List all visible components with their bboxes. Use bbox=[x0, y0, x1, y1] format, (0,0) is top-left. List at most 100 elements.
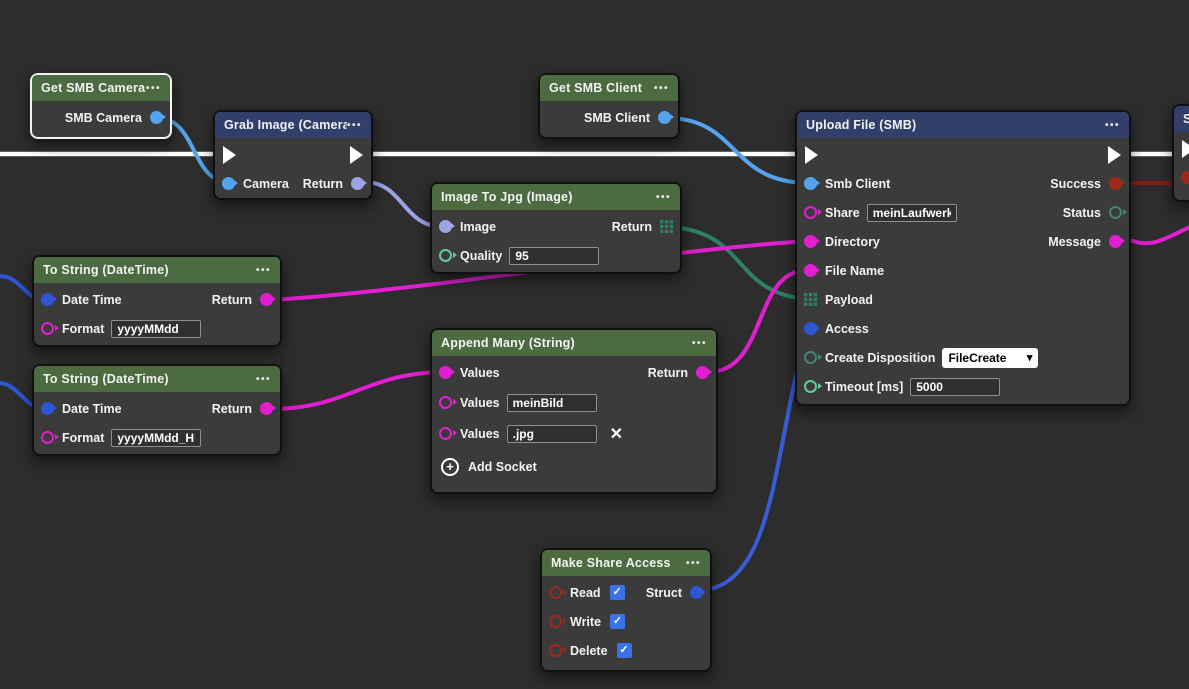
exec-in-pin[interactable] bbox=[805, 145, 818, 164]
return-output-port[interactable] bbox=[351, 177, 367, 190]
port-row: Values bbox=[432, 387, 716, 418]
node-grab-image[interactable]: Grab Image (Camera) ••• Camera Return bbox=[213, 110, 373, 200]
port-row: File Name bbox=[797, 256, 1129, 285]
node-menu-icon[interactable]: ••• bbox=[145, 82, 161, 94]
payload-input-port[interactable] bbox=[804, 293, 817, 306]
node-header[interactable]: Grab Image (Camera) ••• bbox=[215, 112, 371, 138]
node-header[interactable]: S bbox=[1174, 106, 1189, 132]
port-row: Quality bbox=[432, 241, 680, 270]
wire-appendreturn-to-filename[interactable] bbox=[706, 268, 810, 374]
return-output-port[interactable] bbox=[260, 293, 276, 306]
wire-smbclient-to-smbclient[interactable] bbox=[664, 116, 810, 185]
byte-array-output-port[interactable] bbox=[660, 220, 673, 233]
values-text-input[interactable] bbox=[506, 393, 597, 412]
format-input[interactable] bbox=[111, 319, 202, 338]
status-output-port[interactable] bbox=[1109, 206, 1127, 219]
node-menu-icon[interactable]: ••• bbox=[255, 373, 271, 385]
node-append-many[interactable]: Append Many (String) ••• Values Return V… bbox=[430, 328, 718, 494]
remove-socket-icon[interactable]: ✕ bbox=[609, 425, 624, 443]
exec-in-pin[interactable] bbox=[223, 145, 236, 164]
values-input-port[interactable] bbox=[439, 366, 455, 379]
values-input-port[interactable] bbox=[439, 427, 457, 440]
struct-output-port[interactable] bbox=[690, 586, 706, 599]
timeout-input-port[interactable] bbox=[804, 380, 822, 393]
node-menu-icon[interactable]: ••• bbox=[685, 557, 701, 569]
node-to-string-date[interactable]: To String (DateTime) ••• Date Time Retur… bbox=[32, 255, 282, 347]
read-checkbox[interactable]: ✓ bbox=[609, 585, 625, 600]
add-socket-label[interactable]: Add Socket bbox=[468, 459, 537, 474]
datetime-input-port[interactable] bbox=[41, 402, 57, 415]
smb-client-output-port[interactable] bbox=[658, 111, 674, 124]
directory-input-port[interactable] bbox=[804, 235, 820, 248]
return-output-port[interactable] bbox=[696, 366, 712, 379]
node-header[interactable]: Make Share Access ••• bbox=[542, 550, 710, 576]
port-label: Smb Client bbox=[825, 176, 891, 191]
create-disposition-input-port[interactable] bbox=[804, 351, 822, 364]
port-label: Return bbox=[611, 219, 652, 234]
node-menu-icon[interactable]: ••• bbox=[255, 264, 271, 276]
write-input-port[interactable] bbox=[549, 615, 567, 628]
format-input-port[interactable] bbox=[41, 431, 59, 444]
share-input[interactable] bbox=[866, 203, 957, 222]
write-checkbox[interactable]: ✓ bbox=[610, 614, 626, 629]
wire-message-out[interactable] bbox=[1131, 225, 1189, 246]
return-output-port[interactable] bbox=[260, 402, 276, 415]
wire-jpgreturn-to-payload[interactable] bbox=[670, 225, 810, 301]
add-socket-row[interactable]: + Add Socket bbox=[432, 449, 716, 484]
message-output-port[interactable] bbox=[1109, 235, 1125, 248]
node-header[interactable]: To String (DateTime) ••• bbox=[34, 366, 280, 392]
wire-hourstring-to-values[interactable] bbox=[270, 370, 448, 411]
node-header[interactable]: To String (DateTime) ••• bbox=[34, 257, 280, 283]
file-name-input-port[interactable] bbox=[804, 264, 820, 277]
read-input-port[interactable] bbox=[549, 586, 567, 599]
node-make-share-access[interactable]: Make Share Access ••• Read ✓ Struct Writ… bbox=[540, 548, 712, 672]
quality-input[interactable] bbox=[509, 246, 600, 265]
node-menu-icon[interactable]: ••• bbox=[691, 337, 707, 349]
node-menu-icon[interactable]: ••• bbox=[653, 82, 669, 94]
bool-input-port[interactable] bbox=[1181, 171, 1189, 184]
add-socket-icon[interactable]: + bbox=[441, 457, 459, 476]
format-input[interactable] bbox=[111, 428, 202, 447]
timeout-input[interactable] bbox=[910, 377, 1001, 396]
exec-row bbox=[215, 140, 371, 169]
node-menu-icon[interactable]: ••• bbox=[1104, 119, 1120, 131]
quality-input-port[interactable] bbox=[439, 249, 457, 262]
node-header[interactable]: Upload File (SMB) ••• bbox=[797, 112, 1129, 138]
success-output-port[interactable] bbox=[1109, 177, 1125, 190]
delete-checkbox[interactable]: ✓ bbox=[616, 643, 632, 658]
node-to-string-hour[interactable]: To String (DateTime) ••• Date Time Retur… bbox=[32, 364, 282, 456]
node-header[interactable]: Get SMB Camera ••• bbox=[32, 75, 170, 101]
exec-in-pin[interactable] bbox=[1182, 139, 1189, 158]
port-row: Create Disposition FileCreate ▾ bbox=[797, 343, 1129, 372]
node-header[interactable]: Image To Jpg (Image) ••• bbox=[432, 184, 680, 210]
image-input-port[interactable] bbox=[439, 220, 455, 233]
node-header[interactable]: Get SMB Client ••• bbox=[540, 75, 678, 101]
node-get-smb-camera[interactable]: Get SMB Camera ••• SMB Camera bbox=[30, 73, 172, 139]
camera-input-port[interactable] bbox=[222, 177, 238, 190]
node-title: Get SMB Client bbox=[549, 81, 643, 95]
node-menu-icon[interactable]: ••• bbox=[346, 119, 362, 131]
delete-input-port[interactable] bbox=[549, 644, 567, 657]
share-input-port[interactable] bbox=[804, 206, 822, 219]
exec-out-pin[interactable] bbox=[350, 145, 363, 164]
exec-out-pin[interactable] bbox=[1108, 145, 1121, 164]
node-partial-right[interactable]: S bbox=[1172, 104, 1189, 202]
smb-camera-output-port[interactable] bbox=[150, 111, 166, 124]
create-disposition-select[interactable]: FileCreate ▾ bbox=[942, 347, 1039, 368]
datetime-input-port[interactable] bbox=[41, 293, 57, 306]
node-get-smb-client[interactable]: Get SMB Client ••• SMB Client bbox=[538, 73, 680, 139]
port-row: Format bbox=[34, 423, 280, 452]
node-header[interactable]: Append Many (String) ••• bbox=[432, 330, 716, 356]
values-input-port[interactable] bbox=[439, 396, 457, 409]
port-label: Values bbox=[460, 395, 500, 410]
values-text-input[interactable] bbox=[506, 424, 597, 443]
node-upload-file[interactable]: Upload File (SMB) ••• Smb Client Success… bbox=[795, 110, 1131, 406]
port-label: Image bbox=[460, 219, 497, 234]
format-input-port[interactable] bbox=[41, 322, 59, 335]
node-image-to-jpg[interactable]: Image To Jpg (Image) ••• Image Return Qu… bbox=[430, 182, 682, 274]
access-input-port[interactable] bbox=[804, 322, 820, 335]
smb-client-input-port[interactable] bbox=[804, 177, 820, 190]
exec-row bbox=[797, 140, 1129, 169]
node-menu-icon[interactable]: ••• bbox=[655, 191, 671, 203]
